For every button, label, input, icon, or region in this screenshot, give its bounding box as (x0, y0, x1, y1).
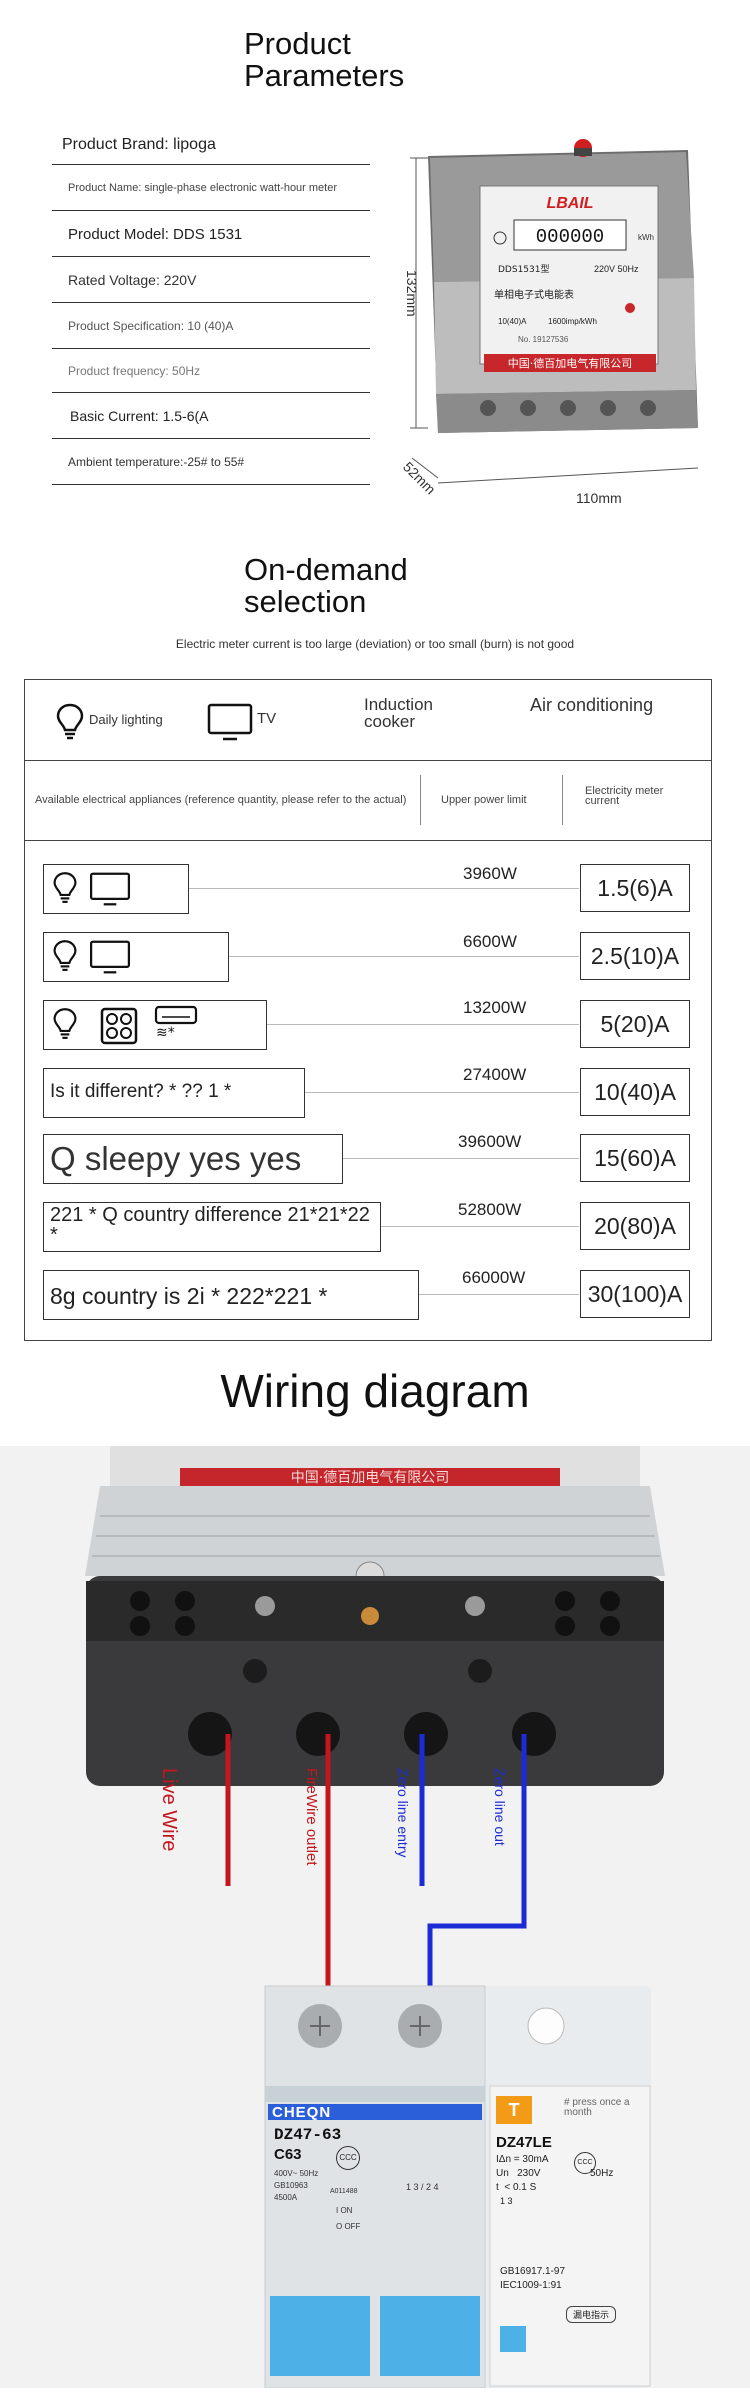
air-flow-mark: ≋* (156, 1025, 175, 1041)
label-zero-line-entry: Zero line entry (395, 1768, 411, 1858)
row-5-watts: 39600W (458, 1132, 522, 1151)
header-power-limit: Upper power limit (441, 794, 527, 806)
appliance-cooker: Induction cooker (364, 695, 433, 731)
row-6-watts: 52800W (458, 1200, 522, 1219)
dim-width-label: 110mm (576, 490, 622, 506)
appliance-lighting: Daily lighting (89, 712, 163, 727)
row-4-text: Is it different? * ?? 1 * (50, 1081, 232, 1102)
param-spec: Product Specification: 10 (40)A (52, 302, 370, 349)
breaker2-un: Un 230V (496, 2168, 541, 2179)
appliance-tv: TV (257, 710, 277, 727)
selection-title-line1: On-demand (244, 552, 408, 587)
row-2-appliances (43, 932, 229, 982)
breaker2-time: t < 0.1 S (496, 2182, 537, 2193)
breaker1-off: O OFF (336, 2222, 361, 2231)
breaker1-rating: C63 (274, 2146, 302, 2163)
row-1-current: 1.5(6)A (580, 864, 690, 912)
breaker2-tag: 漏电指示 (566, 2306, 617, 2323)
bulb-icon (56, 703, 84, 740)
breaker2-in: IΔn = 30mA (496, 2154, 549, 2165)
bulb-icon (53, 1008, 77, 1039)
param-temperature: Ambient temperature:-25# to 55# (52, 438, 370, 485)
param-brand: Product Brand: lipoga (52, 128, 370, 165)
breaker1-poles: 1 3 / 2 4 (406, 2182, 439, 2192)
dim-height-label: 132mm (404, 270, 420, 317)
label-live-wire: Live Wire (158, 1768, 180, 1852)
selection-title: On-demand selection (244, 554, 408, 618)
label-firewire-outlet: FireWire outlet (303, 1768, 320, 1866)
breaker2-poles: 1 3 (500, 2196, 513, 2206)
meter-product-image: 中国·德百加电气有限公司 LBAIL 000000 kWh DDS1531型 2… (398, 128, 708, 508)
meter-model-text: DDS1531型 (498, 264, 549, 275)
breaker1-code: A011488 (330, 2188, 358, 2195)
meter-label-text: 单相电子式电能表 (494, 288, 574, 301)
row-4-watts: 27400W (463, 1065, 527, 1084)
meter-const-text: 1600imp/kWh (548, 317, 597, 326)
param-name: Product Name: single-phase electronic wa… (52, 164, 370, 211)
row-1-appliances (43, 864, 189, 914)
param-voltage: Rated Voltage: 220V (52, 256, 370, 303)
params-title-line2: Parameters (244, 58, 405, 93)
header-meter-current: Electricity meter current (585, 785, 664, 807)
tv-icon (89, 872, 131, 906)
breaker2-badge: T (508, 2100, 520, 2120)
meter-unit-text: kWh (638, 233, 654, 242)
row-2-watts: 6600W (463, 932, 517, 951)
param-model: Product Model: DDS 1531 (52, 210, 370, 257)
row-5-text: Q sleepy yes yes (50, 1140, 302, 1177)
wiring-meter-maker-text: 中国·德百加电气有限公司 (291, 1470, 449, 1486)
meter-brand-text: LBAIL (546, 195, 593, 212)
row-3-current: 5(20)A (580, 1000, 690, 1048)
bulb-icon (53, 940, 77, 971)
row-1-watts: 3960W (463, 864, 517, 883)
meter-maker-text: 中国·德百加电气有限公司 (508, 356, 633, 370)
breaker1-specs: 400V~ 50Hz GB10963 4500A (274, 2169, 319, 2202)
row-3-watts: 13200W (463, 998, 527, 1017)
row-7-current: 30(100)A (580, 1270, 690, 1318)
row-2-current: 2.5(10)A (580, 932, 690, 980)
breaker2-hz: 50Hz (590, 2168, 614, 2179)
ccc-mark-icon: CCC (336, 2146, 360, 2170)
wiring-title: Wiring diagram (220, 1365, 530, 1417)
selection-table: Daily lighting TV Induction cooker Air c… (24, 679, 712, 1341)
breaker1-brand: CHEQN (272, 2104, 332, 2121)
header-appliances: Available electrical appliances (referen… (35, 794, 407, 806)
meter-current-text: 10(40)A (498, 317, 527, 326)
row-5-appliances: Q sleepy yes yes (43, 1134, 343, 1184)
row-5-current: 15(60)A (580, 1134, 690, 1182)
param-frequency: Product frequency: 50Hz (52, 348, 370, 393)
params-title-line1: Product (244, 26, 351, 61)
appliance-ac: Air conditioning (530, 695, 654, 715)
breaker1-on: I ON (336, 2206, 353, 2215)
row-6-appliances: 221 * Q country difference 21*21*22 * (43, 1202, 381, 1252)
label-zero-line-out: Zero line out (492, 1768, 508, 1846)
selection-title-line2: selection (244, 584, 367, 619)
row-3-appliances: ≋* (43, 1000, 267, 1050)
tv-icon (207, 703, 253, 741)
row-4-current: 10(40)A (580, 1068, 690, 1116)
air-conditioner-icon (154, 1005, 198, 1025)
meter-digits-text: 000000 (536, 226, 604, 248)
wiring-photo: 中国·德百加电气有限公司 (0, 1446, 750, 2389)
tv-icon (89, 940, 131, 974)
row-6-current: 20(80)A (580, 1202, 690, 1250)
breaker2-std2: IEC1009-1:91 (500, 2280, 562, 2291)
params-title: Product Parameters (244, 28, 404, 92)
breaker1-model: DZ47-63 (274, 2126, 342, 2144)
meter-serial-text: No. 19127536 (518, 335, 569, 344)
row-7-appliances: 8g country is 2i * 222*221 * (43, 1270, 419, 1320)
row-6-text: 221 * Q country difference 21*21*22 * (50, 1204, 370, 1246)
row-7-text: 8g country is 2i * 222*221 * (50, 1283, 328, 1309)
row-4-appliances: Is it different? * ?? 1 * (43, 1068, 305, 1118)
breaker2-std1: GB16917.1-97 (500, 2266, 566, 2277)
param-basic-current: Basic Current: 1.5-6(A (52, 392, 370, 439)
breaker2-note: # press once a month (564, 2097, 630, 2118)
breaker2-model: DZ47LE (496, 2134, 552, 2151)
bulb-icon (53, 872, 77, 903)
selection-subtitle: Electric meter current is too large (dev… (175, 637, 575, 651)
ccc-mark-icon: CCC (574, 2152, 596, 2174)
meter-spec-text: 220V 50Hz (594, 264, 639, 274)
induction-cooker-icon (100, 1007, 138, 1045)
row-7-watts: 66000W (462, 1268, 526, 1287)
